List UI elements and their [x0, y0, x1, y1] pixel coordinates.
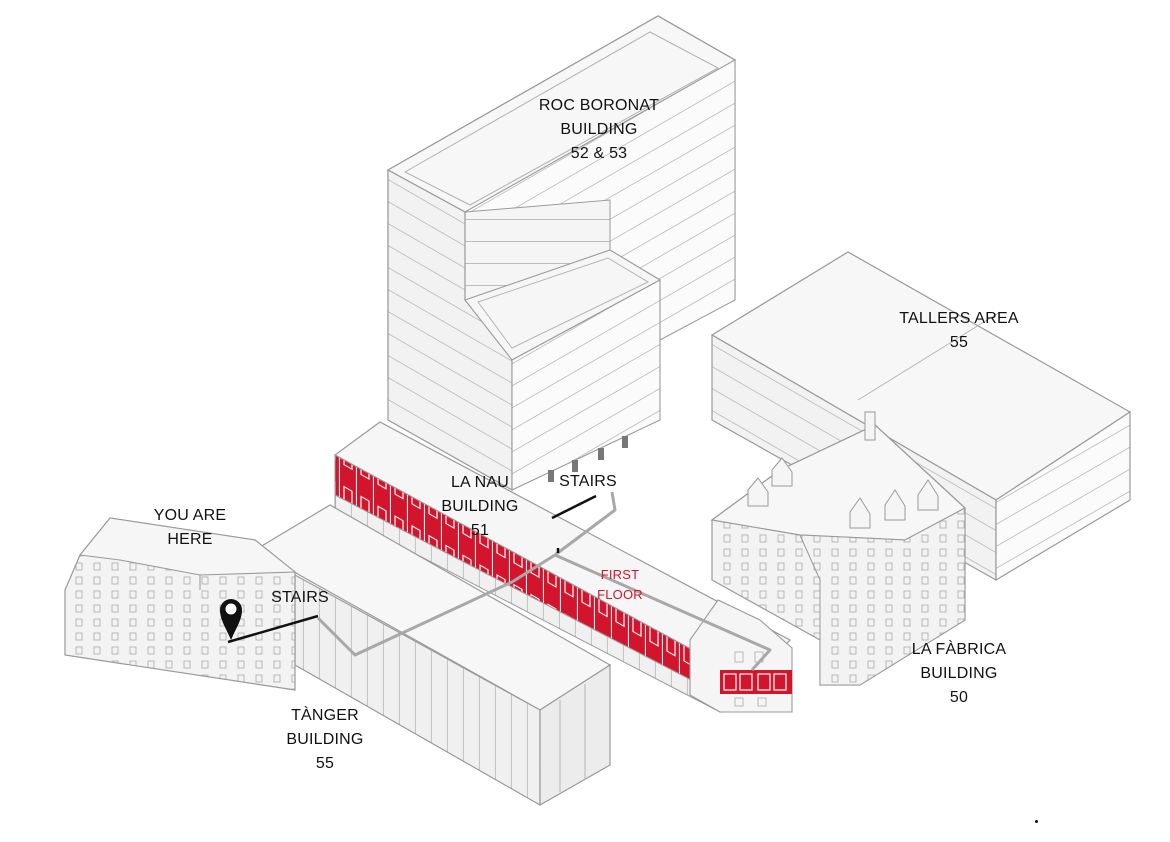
walking-route	[316, 491, 772, 672]
corner-dot	[1035, 820, 1038, 823]
la-nau-building[interactable]	[333, 421, 793, 713]
stairs-pointer-lines	[227, 494, 597, 644]
label-stairs-left: STAIRS	[271, 589, 329, 606]
label-you-are-here: YOU ARE HERE	[153, 507, 227, 548]
roc-boronat-tower[interactable]	[386, 15, 737, 492]
label-tanger: TÀNGER BUILDING 55	[286, 707, 364, 772]
label-roc-boronat: ROC BORONAT BUILDING 52 & 53	[538, 97, 660, 162]
la-fabrica-building[interactable]	[710, 411, 967, 686]
label-la-nau: LA NAU BUILDING 51	[441, 474, 519, 539]
tanger-building[interactable]	[253, 504, 612, 807]
label-first-floor: FIRST FLOOR	[597, 567, 643, 602]
label-tallers-area: TALLERS AREA 55	[899, 310, 1019, 351]
map-pin-icon[interactable]	[220, 599, 242, 640]
label-stairs-top: STAIRS	[559, 473, 617, 490]
current-building[interactable]	[64, 517, 297, 691]
label-la-fabrica: LA FÀBRICA BUILDING 50	[911, 641, 1007, 706]
